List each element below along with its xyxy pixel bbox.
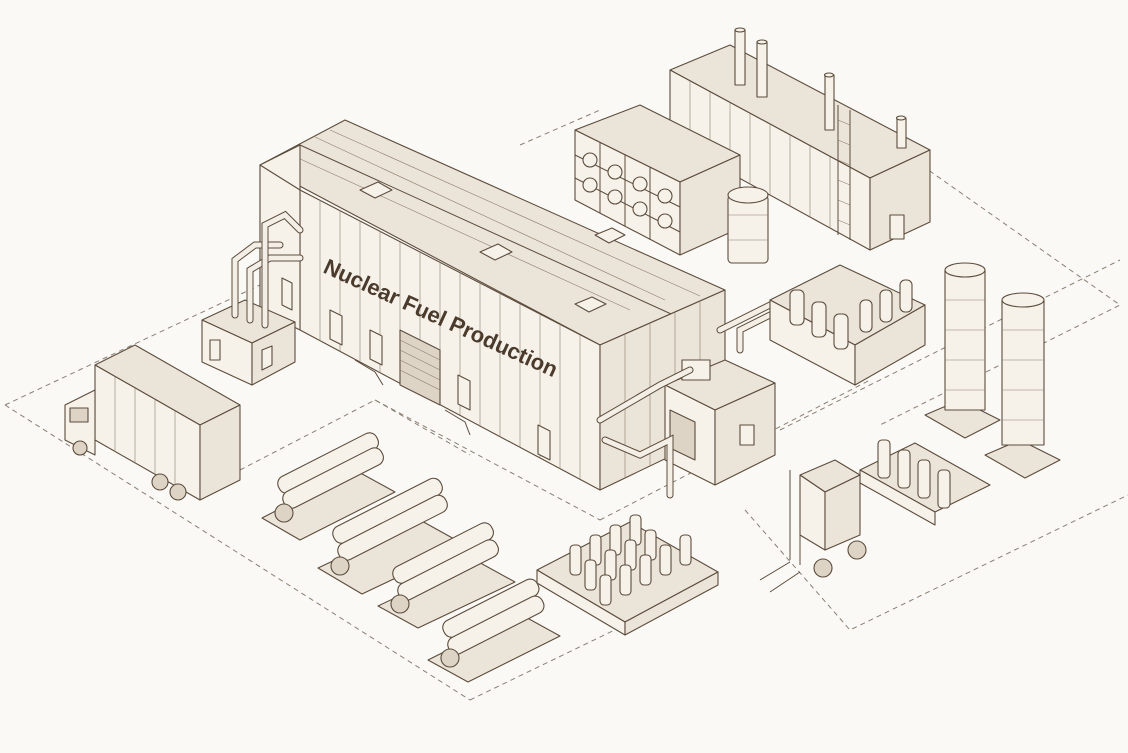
left-pump-house (201, 210, 304, 386)
valve-skid (859, 439, 991, 526)
utility-building (669, 27, 931, 251)
storage-silos (924, 262, 1061, 479)
fuel-rod-pallets (261, 432, 561, 683)
transport-truck (64, 344, 241, 501)
main-production-building: Nuclear Fuel Production (259, 119, 726, 491)
fuel-pallet-3 (377, 522, 516, 629)
forklift (759, 459, 867, 593)
process-rack (574, 104, 769, 264)
equipment-skid (769, 264, 926, 386)
fuel-pallet-2 (317, 477, 466, 595)
right-pump-house (596, 286, 804, 499)
fuel-pallet-4 (427, 578, 561, 683)
canister-pallet (536, 514, 719, 636)
fuel-pallet-1 (261, 432, 396, 541)
